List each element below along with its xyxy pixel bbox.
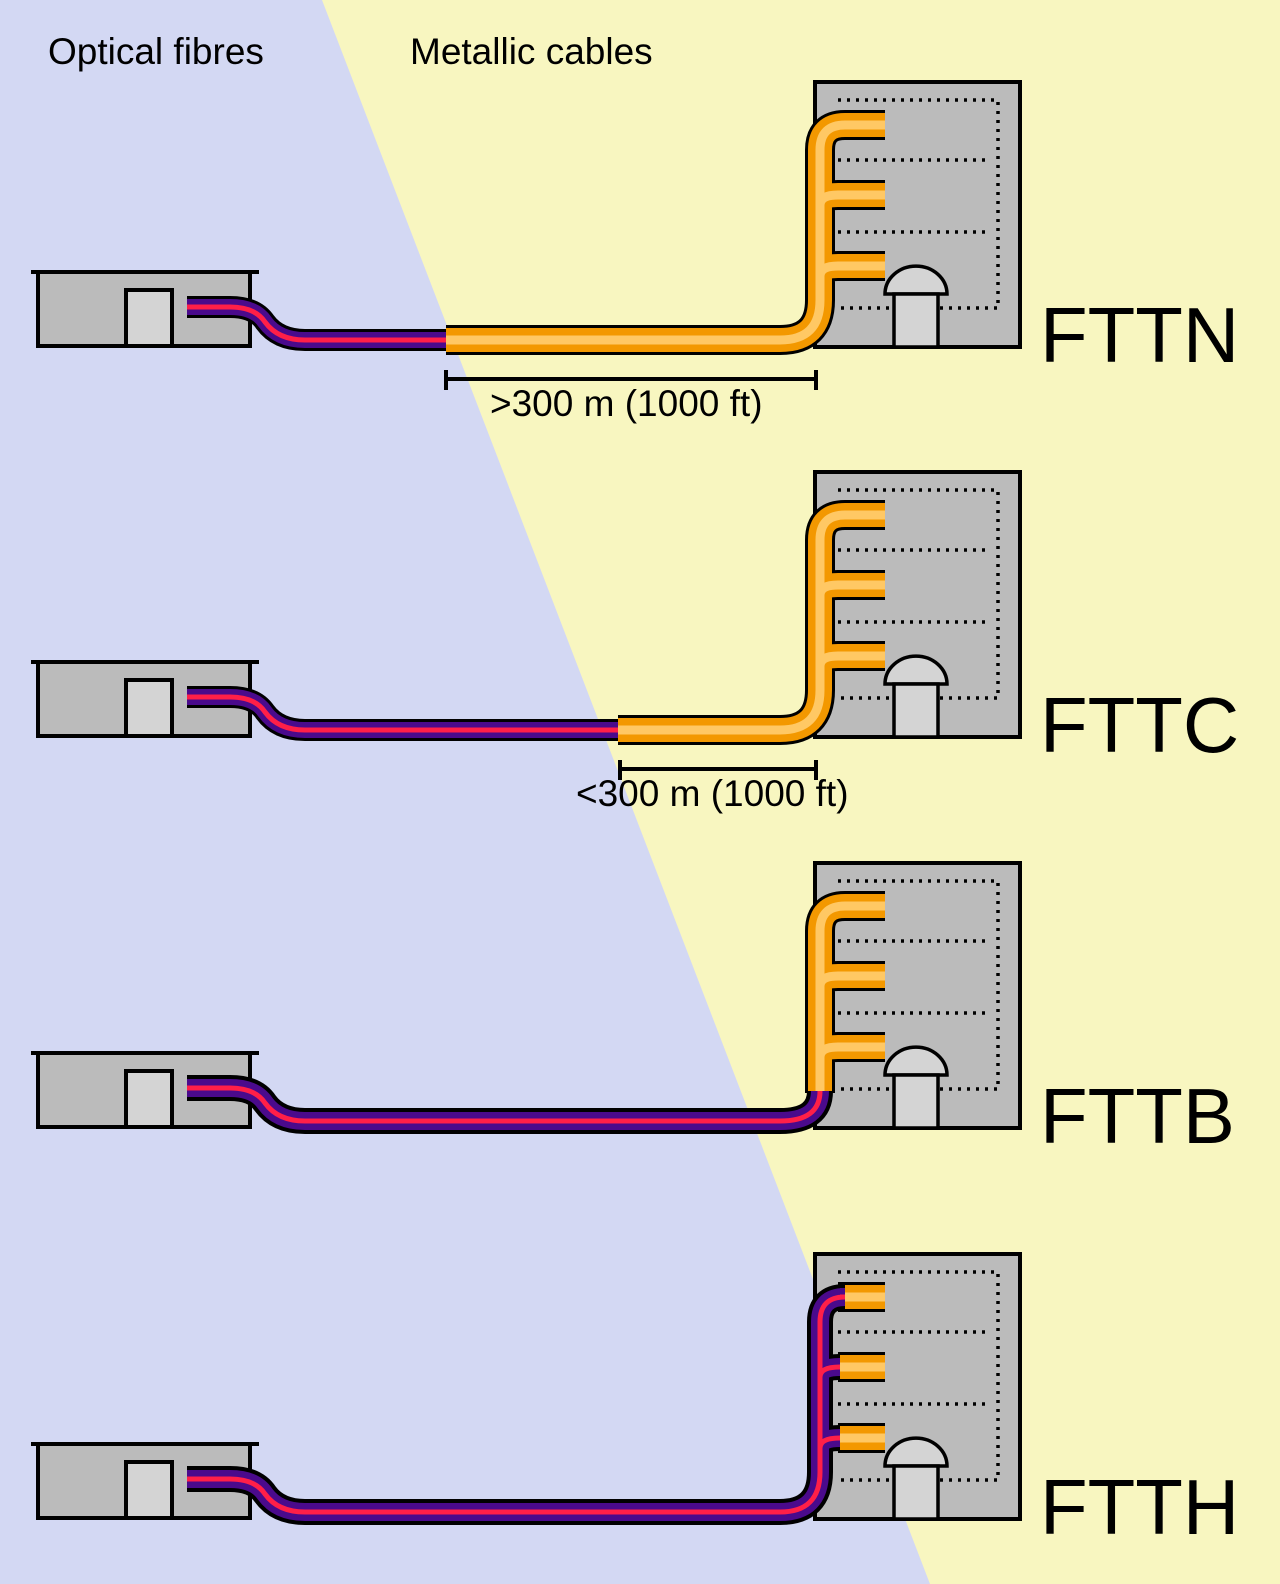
building-door bbox=[883, 1045, 949, 1077]
panel-title: FTTH bbox=[1040, 1463, 1239, 1551]
distance-marker bbox=[618, 760, 818, 780]
panel-title: FTTB bbox=[1040, 1072, 1235, 1160]
panel-fttb: FTTB bbox=[31, 861, 1235, 1160]
panel-ftth: FTTH bbox=[31, 1252, 1239, 1551]
building-door bbox=[883, 654, 949, 686]
central-office bbox=[31, 270, 259, 348]
metallic-stubs bbox=[838, 1282, 885, 1453]
fibre-region-background bbox=[0, 0, 930, 1584]
office-door bbox=[124, 1460, 174, 1520]
metallic-cable bbox=[618, 500, 885, 745]
panel-fttn: >300 m (1000 ft) FTTN bbox=[31, 80, 1239, 424]
fibre-cable bbox=[187, 1284, 846, 1525]
distance-label: <300 m (1000 ft) bbox=[576, 773, 849, 814]
metallic-cable bbox=[805, 891, 885, 1093]
office-door bbox=[124, 288, 174, 348]
metallic-cables-label: Metallic cables bbox=[410, 31, 653, 72]
fibre-cable bbox=[187, 1075, 833, 1134]
building-door bbox=[883, 264, 949, 296]
office-door bbox=[124, 678, 174, 738]
building-door bbox=[883, 1436, 949, 1468]
building bbox=[813, 80, 1022, 349]
fibre-cable bbox=[187, 296, 448, 351]
office-door bbox=[124, 1069, 174, 1129]
panel-title: FTTN bbox=[1040, 291, 1239, 379]
panel-fttc: <300 m (1000 ft) FTTC bbox=[31, 470, 1239, 814]
distance-marker bbox=[444, 370, 818, 390]
panel-title: FTTC bbox=[1040, 681, 1239, 769]
metallic-cable bbox=[446, 110, 885, 355]
fibre-cable bbox=[187, 686, 620, 741]
distance-label: >300 m (1000 ft) bbox=[490, 383, 763, 424]
optical-fibres-label: Optical fibres bbox=[48, 31, 264, 72]
